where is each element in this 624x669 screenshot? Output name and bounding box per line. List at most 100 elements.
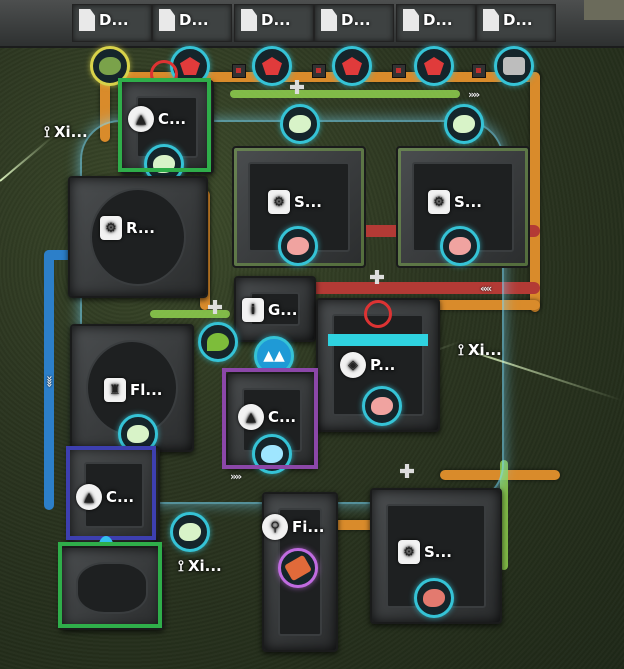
selection-green: [58, 542, 162, 628]
resource-slot[interactable]: [198, 322, 238, 362]
selection-green: [118, 78, 211, 172]
machine-name: Fl...: [130, 381, 163, 399]
selection-purple: [222, 368, 318, 469]
pipe-green-right: [500, 460, 508, 570]
crusher-blue-label: ▲ C...: [76, 484, 134, 510]
smelter-3[interactable]: [370, 488, 502, 624]
pipe-orange-bottom2: [330, 520, 390, 530]
ruby-icon: [180, 57, 200, 75]
crystal-icon: [287, 237, 309, 255]
resource-slot[interactable]: [90, 46, 130, 86]
machine-name: S...: [294, 193, 322, 211]
document-icon: [483, 9, 499, 31]
powder-icon: [289, 115, 311, 133]
extractor-2[interactable]: ⟟ Xi...: [458, 340, 502, 360]
extractor-3[interactable]: ⟟ Xi...: [178, 556, 222, 576]
metal-icon: [503, 57, 525, 75]
document-icon: [159, 9, 175, 31]
press-label: ◈ P...: [340, 352, 395, 378]
ore-icon: [99, 57, 121, 75]
crusher-icon: ▲: [238, 404, 264, 430]
machine-name: Fi...: [292, 518, 325, 536]
blocked-icon: [364, 300, 392, 328]
dock-label: D...: [261, 11, 291, 29]
smelter-2-label: ⚙ S...: [428, 190, 482, 214]
dock-label: D...: [423, 11, 453, 29]
flow-direction: ««: [42, 377, 56, 388]
fabricator-bottom-label: ⚲ Fi...: [262, 514, 324, 540]
extractor-name: Xi...: [187, 557, 222, 575]
water-icon: [261, 445, 283, 463]
resource-slot[interactable]: [414, 578, 454, 618]
ruby-icon: [424, 57, 444, 75]
machine-name: C...: [106, 488, 135, 506]
dock-2[interactable]: D...: [152, 4, 232, 42]
refinery[interactable]: [68, 176, 208, 298]
resource-slot[interactable]: [494, 46, 534, 86]
powder-icon: [127, 425, 149, 443]
flow-direction: ««: [480, 282, 492, 295]
resource-slot[interactable]: [414, 46, 454, 86]
powder-icon: [453, 115, 475, 133]
document-icon: [403, 9, 419, 31]
smelter-2[interactable]: [396, 146, 530, 268]
document-icon: [79, 9, 95, 31]
extractor-icon: ⟟: [178, 556, 184, 575]
pipe-green-top: [230, 90, 460, 98]
refinery-icon: ⚙: [100, 216, 122, 240]
fuel-icon: [207, 333, 229, 351]
extractor-name: Xi...: [53, 123, 88, 141]
dock-3[interactable]: D...: [234, 4, 314, 42]
selection-blue: [66, 446, 156, 540]
resource-slot[interactable]: [332, 46, 372, 86]
filter-node[interactable]: [392, 64, 406, 78]
resource-slot[interactable]: [252, 46, 292, 86]
ruby-icon: [262, 57, 282, 75]
crusher-icon: ▲: [128, 106, 154, 132]
document-icon: [241, 9, 257, 31]
dock-1[interactable]: D...: [72, 4, 152, 42]
power-icon: ▲▲: [263, 348, 285, 364]
flow-direction: »»: [230, 470, 242, 483]
resource-slot[interactable]: [440, 226, 480, 266]
machine-name: R...: [126, 219, 155, 237]
crystal-icon: [423, 589, 445, 607]
powder-icon: [179, 523, 201, 541]
resource-slot[interactable]: [362, 386, 402, 426]
pipe-orange-h: [420, 300, 540, 310]
resource-slot[interactable]: [278, 226, 318, 266]
dock-label: D...: [341, 11, 371, 29]
resource-slot[interactable]: [280, 104, 320, 144]
refinery-label: ⚙ R...: [100, 216, 155, 240]
resource-slot[interactable]: [170, 512, 210, 552]
smelter-3-label: ⚙ S...: [398, 540, 452, 564]
pipe-orange-right: [530, 72, 540, 312]
dock-label: D...: [179, 11, 209, 29]
fabricator-icon: ♜: [104, 378, 126, 402]
resource-slot[interactable]: [278, 548, 318, 588]
machine-core: [76, 562, 148, 614]
machine-name: P...: [370, 356, 396, 374]
machine-name: C...: [268, 408, 297, 426]
filter-node[interactable]: [312, 64, 326, 78]
pipe-red-h2: [300, 282, 540, 294]
crusher-top-label: ▲ C...: [128, 106, 186, 132]
extractor-icon: ⟟: [458, 340, 464, 359]
wrench-icon: ⚲: [262, 514, 288, 540]
dock-4[interactable]: D...: [314, 4, 394, 42]
crystal-icon: [371, 397, 393, 415]
flow-direction: »»: [468, 88, 480, 101]
resource-slot[interactable]: [444, 104, 484, 144]
extractor-1[interactable]: ⟟ Xi...: [44, 122, 88, 142]
filter-node[interactable]: [472, 64, 486, 78]
smelter-icon: ⚙: [268, 190, 290, 214]
dock-5[interactable]: D...: [396, 4, 476, 42]
dock-label: D...: [99, 11, 129, 29]
filter-node[interactable]: [232, 64, 246, 78]
crusher-mid-label: ▲ C...: [238, 404, 296, 430]
fabricator-left-label: ♜ Fl...: [104, 378, 162, 402]
crusher-icon: ▲: [76, 484, 102, 510]
crystal-icon: [449, 237, 471, 255]
smelter-icon: ⚙: [398, 540, 420, 564]
dock-6[interactable]: D...: [476, 4, 556, 42]
